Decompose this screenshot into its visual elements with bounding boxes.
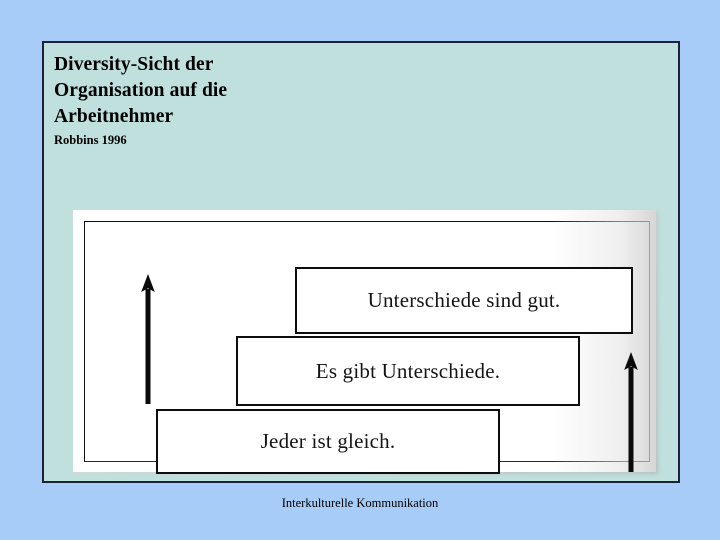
title-source-citation: Robbins 1996	[54, 133, 127, 147]
left-arrow-up-icon	[141, 274, 155, 404]
slide-footer: Interkulturelle Kommunikation	[281, 496, 439, 510]
page-title-line-1: Diversity-Sicht der	[54, 54, 214, 75]
content-panel: Diversity-Sicht der Organisation auf die…	[42, 41, 680, 483]
statement-box-top: Unterschiede sind gut.	[295, 267, 633, 334]
right-arrow-up-icon	[624, 352, 638, 472]
statement-box-bottom: Jeder ist gleich.	[156, 409, 500, 474]
title-block: Diversity-Sicht der Organisation auf die…	[54, 52, 474, 148]
scanned-figure: Unterschiede sind gut. Es gibt Unterschi…	[73, 210, 656, 474]
statement-text-bottom: Jeder ist gleich.	[260, 429, 396, 453]
statement-box-middle: Es gibt Unterschiede.	[236, 336, 580, 406]
statement-text-top: Unterschiede sind gut.	[367, 288, 561, 312]
page-title-line-2: Organisation auf die	[54, 80, 228, 101]
statement-text-middle: Es gibt Unterschiede.	[315, 358, 501, 383]
page-title-line-3: Arbeitnehmer	[54, 106, 174, 127]
